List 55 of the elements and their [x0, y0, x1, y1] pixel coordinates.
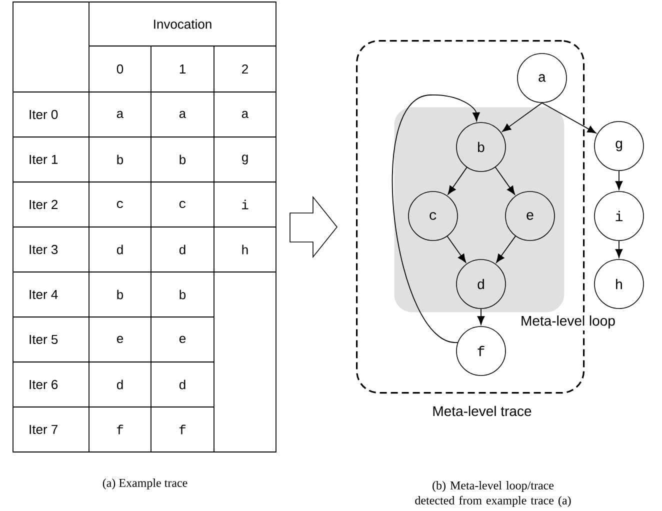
table-cell: h	[242, 244, 248, 254]
row-header: Iter 2	[30, 200, 58, 210]
circle-node: f	[456, 326, 506, 376]
row-header: Iter 6	[30, 380, 58, 390]
arrow	[496, 236, 516, 263]
table-cell: a	[116, 110, 124, 118]
region-label: Meta-level trace	[430, 404, 534, 418]
table-cell: i	[242, 200, 248, 210]
circle-node: i	[594, 191, 644, 241]
table-cell: f	[116, 424, 124, 434]
arrow	[446, 236, 466, 263]
circle-node: g	[594, 121, 644, 171]
caption: (b) Meta-level loop/trace detected from example trace (a)	[415, 481, 571, 507]
table-cell: d	[116, 244, 123, 254]
row-header: Iter 3	[30, 244, 58, 254]
table-cell: d	[179, 380, 186, 390]
row-header: Iter 1	[30, 154, 58, 164]
table-cell: f	[179, 424, 186, 434]
table-cell: a	[179, 110, 186, 118]
table-cell: a	[242, 110, 248, 118]
arrow	[448, 166, 468, 195]
table-cell: e	[116, 336, 124, 344]
row-header: Iter 4	[30, 290, 58, 300]
table-cell: e	[179, 336, 186, 344]
row-header: Iter 0	[30, 110, 58, 120]
circle-node: a	[517, 53, 567, 103]
arrow	[392, 94, 480, 343]
table-cell: g	[242, 154, 248, 164]
column-header: Invocation	[154, 19, 212, 29]
arrow	[502, 102, 542, 132]
arrow	[615, 170, 623, 190]
circle-node: b	[456, 122, 506, 172]
arrow	[494, 166, 516, 195]
column-header: 2	[242, 64, 248, 74]
table-cell: b	[180, 290, 186, 300]
table-cell: d	[179, 244, 186, 254]
table-cell: d	[116, 380, 123, 390]
table-cell: c	[179, 200, 186, 208]
row-header: Iter 5	[30, 334, 58, 344]
table-cell: b	[117, 154, 124, 164]
table-cell: b	[117, 290, 124, 300]
arrow	[542, 102, 596, 134]
circle-node: c	[408, 191, 458, 241]
circle-node: d	[456, 259, 506, 309]
circle-node: e	[505, 191, 555, 241]
region-label: Meta-level loop	[518, 313, 618, 331]
arrow	[615, 240, 623, 258]
circle-node: h	[594, 259, 644, 309]
table-cell: c	[116, 200, 123, 208]
row-header: Iter 7	[30, 424, 58, 434]
column-header: 0	[116, 64, 124, 74]
caption: (a) Example trace	[102, 478, 188, 490]
table-cell: b	[180, 154, 186, 164]
column-header: 1	[180, 64, 186, 74]
arrow	[477, 308, 485, 325]
